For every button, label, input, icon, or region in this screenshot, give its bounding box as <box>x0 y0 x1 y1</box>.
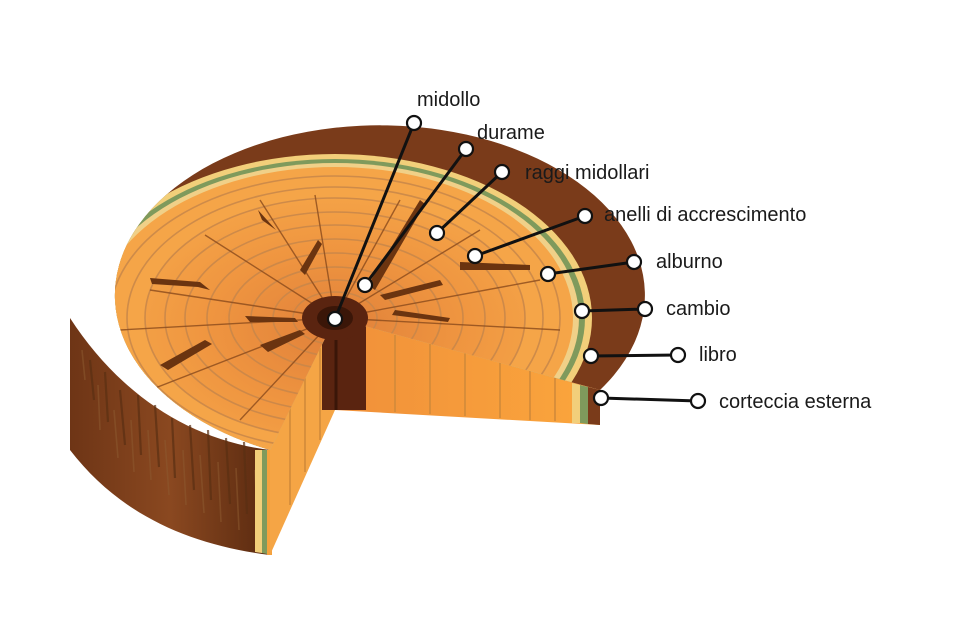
cut-face-left <box>270 318 335 555</box>
leader-libro <box>590 353 679 358</box>
label-alburno: alburno <box>656 251 723 273</box>
leader-alburno <box>547 260 635 276</box>
label-anelli-di-accrescimento: anelli di accrescimento <box>604 204 806 226</box>
label-corteccia-esterna: corteccia esterna <box>719 391 872 413</box>
dot-libro-label <box>669 346 687 364</box>
label-raggi-midollari: raggi midollari <box>525 162 650 184</box>
label-midollo: midollo <box>417 89 480 111</box>
dot-durame-target <box>356 276 374 294</box>
dot-midollo-target <box>326 310 344 328</box>
dot-libro-target <box>582 347 600 365</box>
dot-durame-label <box>457 140 475 158</box>
leader-cambio <box>581 307 646 313</box>
leader-anelli <box>474 214 586 258</box>
dot-corteccia-label <box>689 392 707 410</box>
leader-durame <box>363 148 468 286</box>
label-libro: libro <box>699 344 737 366</box>
leader-raggi <box>435 170 504 235</box>
labels: midollo durame raggi midollari anelli di… <box>417 89 872 413</box>
dot-anelli-label <box>576 207 594 225</box>
dot-midollo-label <box>405 114 423 132</box>
label-cambio: cambio <box>666 298 730 320</box>
label-durame: durame <box>477 122 545 144</box>
dot-cambio-label <box>636 300 654 318</box>
cut-face-right <box>335 318 600 425</box>
dot-corteccia-target <box>592 389 610 407</box>
dot-raggi-target <box>428 224 446 242</box>
leader-lines <box>326 114 707 410</box>
dot-cambio-target <box>573 302 591 320</box>
dot-anelli-target <box>466 247 484 265</box>
dot-alburno-label <box>625 253 643 271</box>
leader-midollo <box>333 122 416 320</box>
dot-raggi-label <box>493 163 511 181</box>
leader-corteccia <box>600 396 699 403</box>
dot-alburno-target <box>539 265 557 283</box>
